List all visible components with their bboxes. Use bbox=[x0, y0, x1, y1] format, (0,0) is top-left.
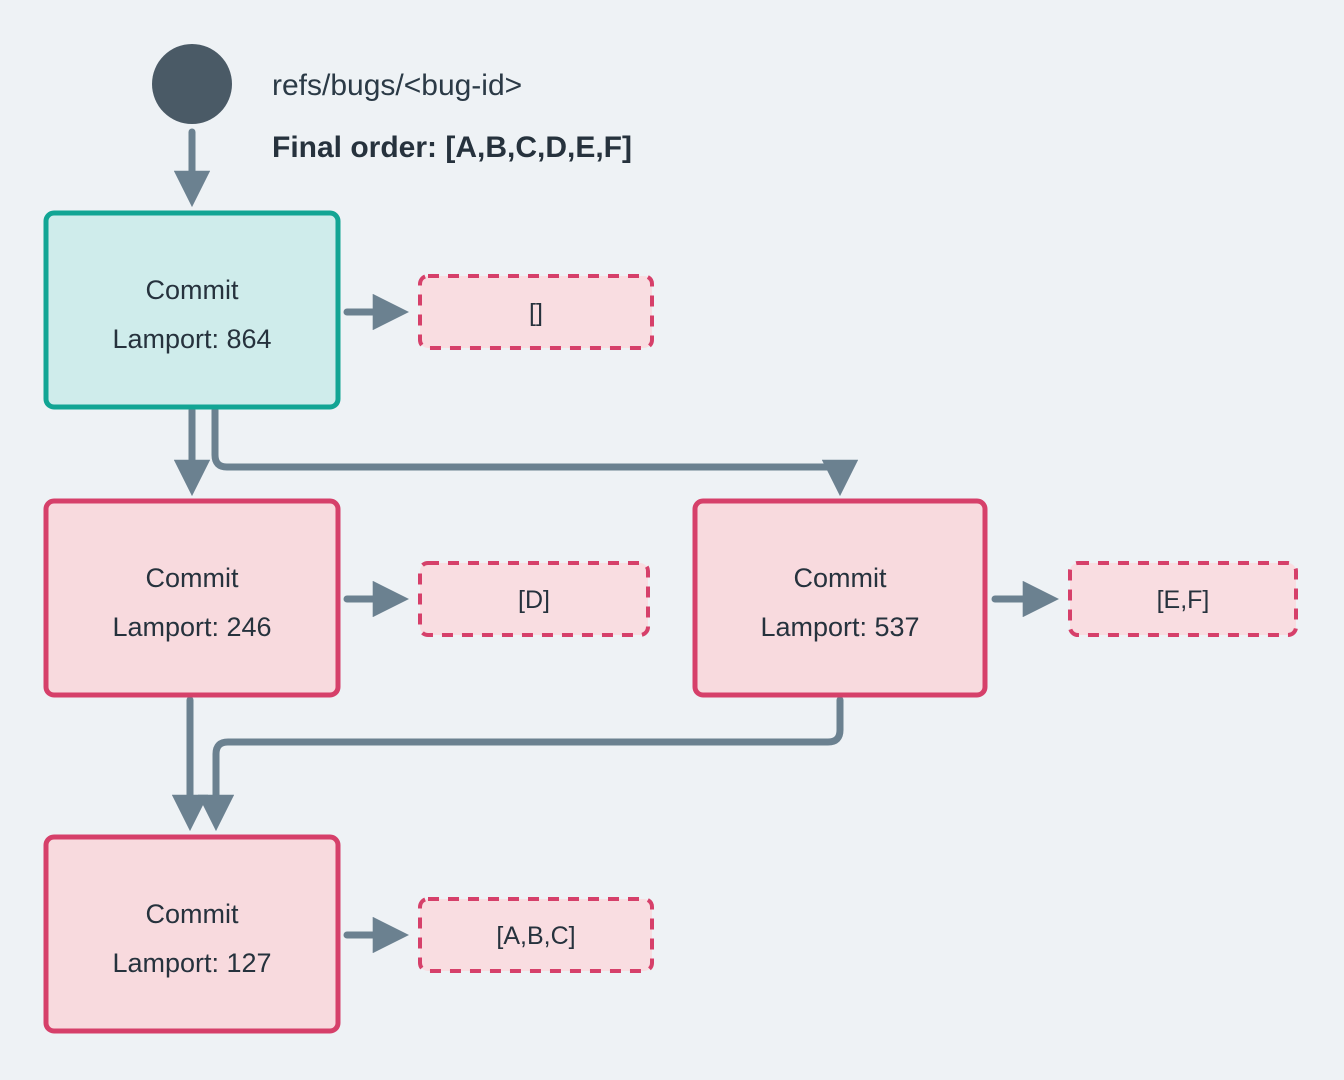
commit-node-864-box[interactable] bbox=[43, 210, 341, 410]
tag-box-d[interactable]: [D] bbox=[418, 561, 650, 637]
commit-node-246-title: Commit bbox=[146, 563, 239, 593]
ref-name-label: refs/bugs/<bug-id> bbox=[272, 69, 522, 102]
tag-box-abc-rect[interactable] bbox=[418, 897, 654, 973]
start-node-circle bbox=[152, 44, 232, 124]
tag-box-d-label: [D] bbox=[518, 586, 550, 614]
commit-node-864-lamport: Lamport: 864 bbox=[112, 324, 271, 354]
commit-node-864[interactable]: Commit Lamport: 864 bbox=[43, 210, 341, 410]
commit-node-246-box[interactable] bbox=[43, 498, 341, 698]
tag-box-ef[interactable]: [E,F] bbox=[1068, 561, 1298, 637]
commit-node-246[interactable]: Commit Lamport: 246 bbox=[43, 498, 341, 698]
tag-box-empty-label: [] bbox=[529, 299, 543, 327]
tag-box-ef-rect[interactable] bbox=[1068, 561, 1298, 637]
tag-box-empty[interactable]: [] bbox=[418, 274, 654, 350]
tag-box-abc[interactable]: [A,B,C] bbox=[418, 897, 654, 973]
commit-node-246-lamport: Lamport: 246 bbox=[112, 612, 271, 642]
commit-node-537-lamport: Lamport: 537 bbox=[760, 612, 919, 642]
commit-node-864-title: Commit bbox=[146, 275, 239, 305]
commit-node-537[interactable]: Commit Lamport: 537 bbox=[692, 498, 988, 698]
tag-box-empty-rect[interactable] bbox=[418, 274, 654, 350]
tag-box-d-rect[interactable] bbox=[418, 561, 650, 637]
final-order-label: Final order: [A,B,C,D,E,F] bbox=[272, 131, 632, 164]
tag-box-abc-label: [A,B,C] bbox=[496, 922, 575, 950]
commit-node-537-title: Commit bbox=[794, 563, 887, 593]
edge-commit-537-to-commit-127 bbox=[197, 696, 844, 832]
commit-node-127-box[interactable] bbox=[43, 834, 341, 1034]
commit-node-127-title: Commit bbox=[146, 899, 239, 929]
commit-node-127-lamport: Lamport: 127 bbox=[112, 948, 271, 978]
commit-node-537-box[interactable] bbox=[692, 498, 988, 698]
edge-commit-864-to-commit-537 bbox=[211, 406, 859, 497]
tag-box-ef-label: [E,F] bbox=[1157, 586, 1210, 614]
commit-node-127[interactable]: Commit Lamport: 127 bbox=[43, 834, 341, 1034]
